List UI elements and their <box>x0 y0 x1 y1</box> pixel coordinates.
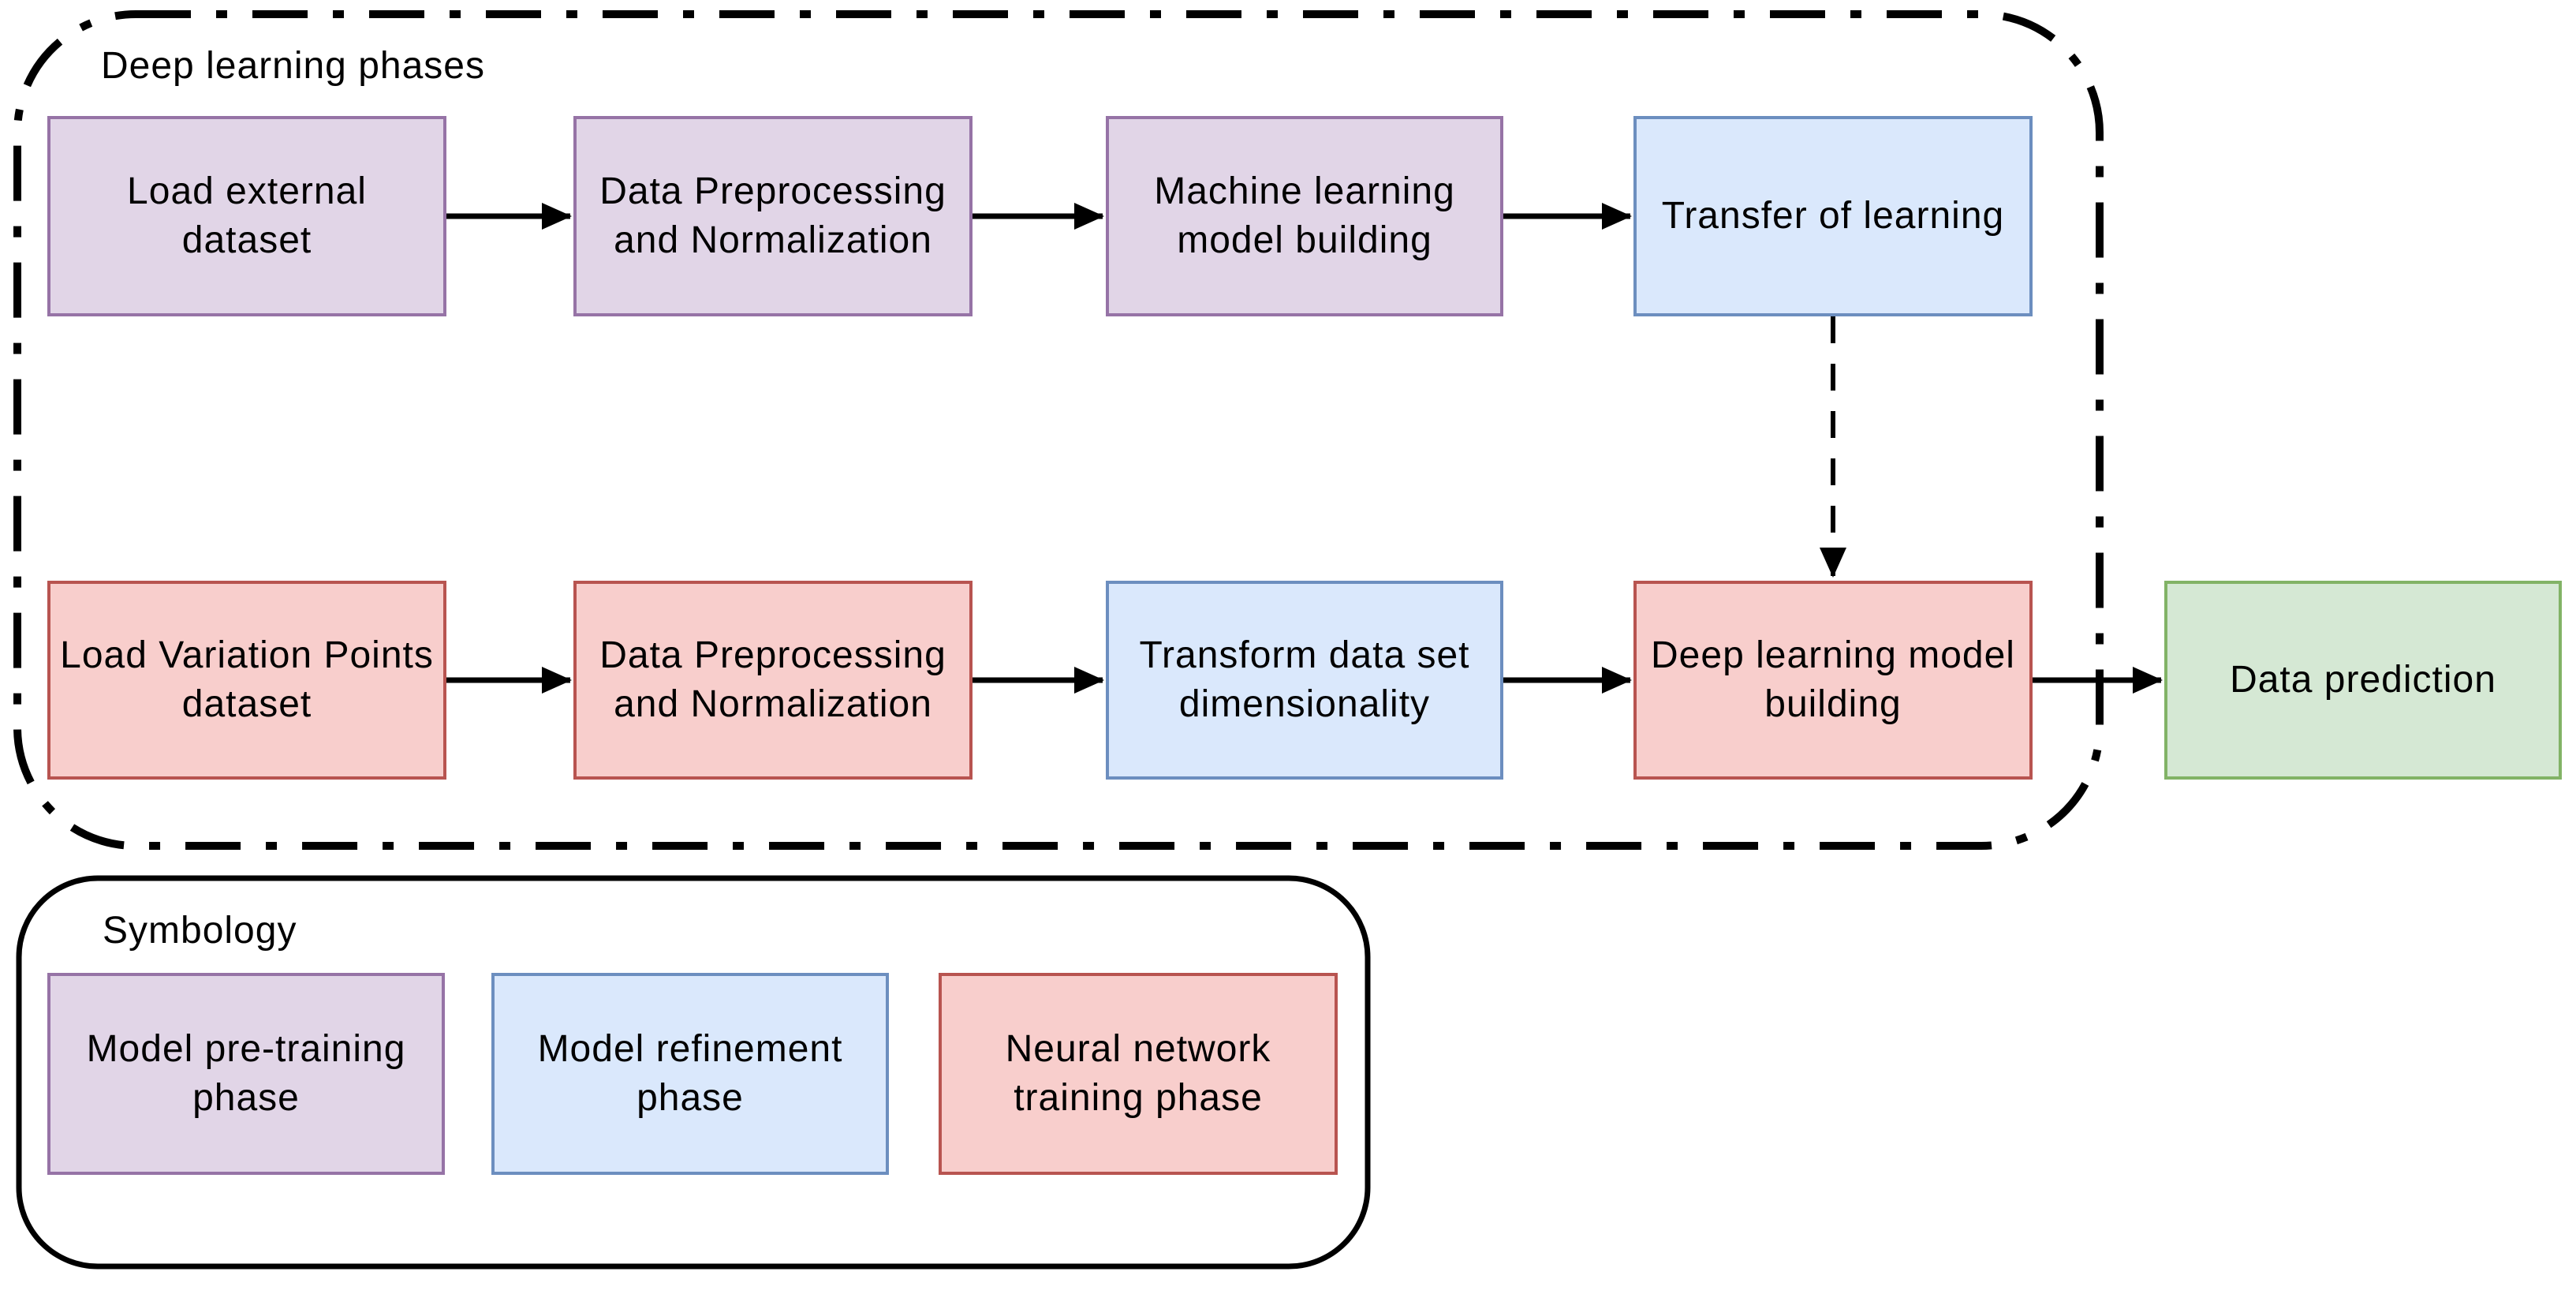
legend-container-border <box>16 875 1371 1270</box>
node-transform-dataset-dimensionality: Transform data set dimensionality <box>1106 581 1503 780</box>
legend-title: Symbology <box>103 910 297 952</box>
node-transfer-of-learning: Transfer of learning <box>1633 116 2033 316</box>
node-data-preprocessing-pretraining: Data Preprocessing and Normalization <box>573 116 973 316</box>
node-data-prediction: Data prediction <box>2164 581 2562 780</box>
legend-item-refinement: Model refinement phase <box>491 973 889 1175</box>
node-data-preprocessing-training: Data Preprocessing and Normalization <box>573 581 973 780</box>
node-machine-learning-model-building: Machine learning model building <box>1106 116 1503 316</box>
legend-item-training: Neural network training phase <box>939 973 1338 1175</box>
node-load-external-dataset: Load external dataset <box>47 116 446 316</box>
legend-item-pretraining: Model pre-training phase <box>47 973 445 1175</box>
phases-container-label: Deep learning phases <box>101 45 485 87</box>
phases-container-border <box>13 10 2104 850</box>
node-deep-learning-model-building: Deep learning model building <box>1633 581 2033 780</box>
node-load-variation-points-dataset: Load Variation Points dataset <box>47 581 446 780</box>
